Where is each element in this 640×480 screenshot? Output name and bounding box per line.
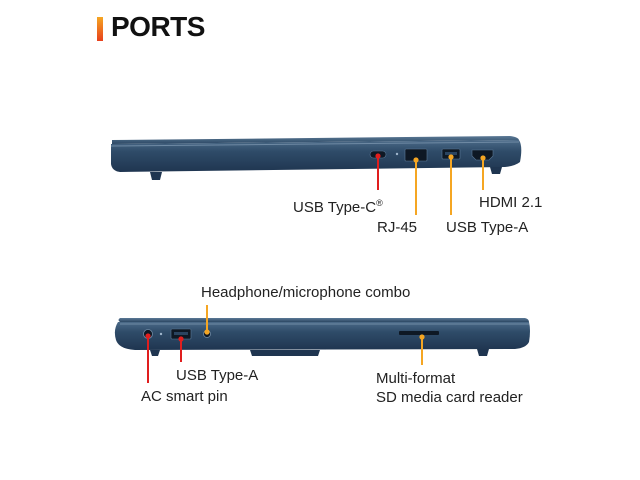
label-usb-a-left: USB Type-A <box>176 367 259 384</box>
label-sd-reader-line1: Multi-format <box>376 370 456 387</box>
label-rj45: RJ-45 <box>377 219 418 236</box>
chassis-body <box>111 140 522 172</box>
title-accent-bar <box>97 17 103 41</box>
laptop-right-side <box>110 136 522 215</box>
registered-mark: ® <box>376 198 383 208</box>
lid-edge <box>112 136 519 144</box>
chassis-body <box>114 322 530 350</box>
label-sd-reader-line2: SD media card reader <box>376 389 523 406</box>
lid-edge <box>118 318 529 322</box>
rubber-foot <box>150 350 160 356</box>
label-ac-smart-pin: AC smart pin <box>141 388 228 405</box>
hdmi-port <box>471 149 494 161</box>
rubber-foot <box>477 349 489 356</box>
rubber-foot <box>490 167 502 174</box>
bottom-vent <box>250 350 320 356</box>
label-usb-c: USB Type-C® <box>293 198 383 216</box>
label-usb-a-right: USB Type-A <box>446 219 529 236</box>
rubber-foot <box>150 172 162 180</box>
laptop-left-side <box>114 305 530 383</box>
led-indicator <box>395 152 399 156</box>
label-headphone-combo: Headphone/microphone combo <box>201 284 411 301</box>
page-title: PORTS <box>111 11 205 42</box>
label-hdmi: HDMI 2.1 <box>479 194 543 211</box>
led-indicator <box>159 332 163 336</box>
seam-line <box>110 141 520 147</box>
sd-card-slot <box>399 331 439 335</box>
